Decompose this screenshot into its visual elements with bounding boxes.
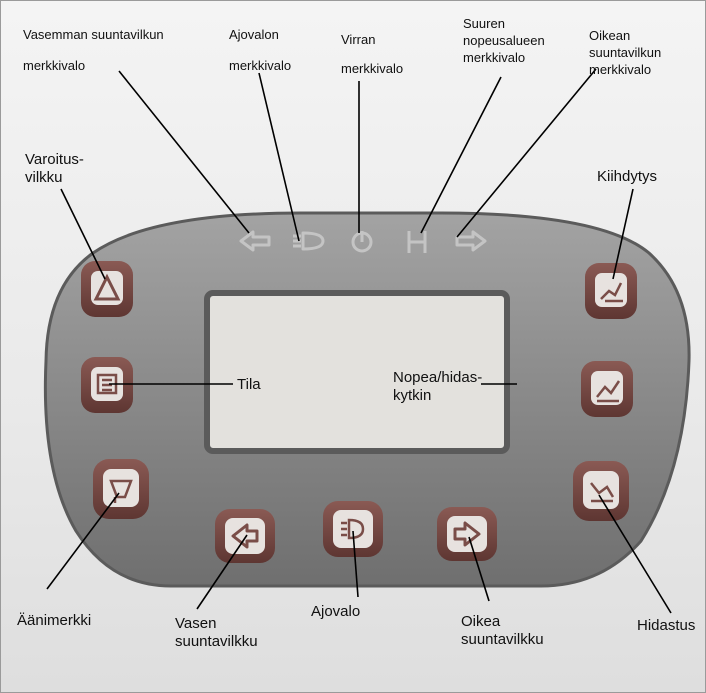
label-line: merkkivalo bbox=[23, 58, 86, 73]
label-left-turn-indicator: Vasemman suuntavilkun merkkivalo bbox=[23, 26, 164, 74]
speed-switch-icon bbox=[596, 380, 621, 403]
label-speed-switch: Nopea/hidas- kytkin bbox=[393, 369, 482, 405]
left-arrow-icon bbox=[239, 230, 271, 252]
acceleration-icon bbox=[600, 282, 623, 303]
label-line: Oikean bbox=[589, 28, 631, 43]
label-line: merkkivalo bbox=[463, 50, 526, 65]
hazard-button[interactable] bbox=[81, 261, 133, 317]
high-speed-h-icon bbox=[407, 231, 427, 253]
label-line: merkkivalo bbox=[341, 61, 404, 76]
label-horn: Äänimerkki bbox=[17, 612, 91, 630]
acceleration-button[interactable] bbox=[585, 263, 637, 319]
label-headlight: Ajovalo bbox=[311, 603, 360, 621]
label-mode: Tila bbox=[237, 376, 261, 394]
label-left-turn-signal: Vasen suuntavilkku bbox=[175, 615, 258, 651]
label-line: vilkku bbox=[25, 169, 63, 186]
deceleration-button[interactable] bbox=[573, 461, 629, 521]
headlight-icon bbox=[341, 518, 365, 540]
speed-switch-button[interactable] bbox=[581, 361, 633, 417]
label-right-turn-signal: Oikea suuntavilkku bbox=[461, 613, 544, 649]
right-arrow-icon bbox=[455, 230, 487, 252]
mode-icon bbox=[96, 373, 118, 395]
label-line: Kiihdytys bbox=[597, 168, 658, 185]
label-line: merkkivalo bbox=[229, 58, 292, 73]
label-acceleration: Kiihdytys bbox=[597, 168, 657, 186]
label-line: suuntavilkun bbox=[589, 45, 662, 60]
label-line: suuntavilkku bbox=[461, 631, 544, 648]
horn-button[interactable] bbox=[93, 459, 149, 519]
right-arrow-icon bbox=[453, 521, 481, 547]
label-line: Vasen bbox=[175, 615, 217, 632]
label-line: nopeusalueen bbox=[463, 33, 545, 48]
power-icon bbox=[351, 231, 373, 253]
label-line: Nopea/hidas- bbox=[393, 369, 483, 386]
right-turn-button[interactable] bbox=[437, 507, 497, 561]
label-high-speed-indicator: Suuren nopeusalueen merkkivalo bbox=[463, 15, 545, 66]
leader-lines bbox=[46, 68, 672, 614]
label-line: Äänimerkki bbox=[17, 612, 92, 629]
label-line: Ajovalon bbox=[229, 27, 279, 42]
label-hazard: Varoitus- vilkku bbox=[25, 151, 84, 187]
label-line: suuntavilkku bbox=[175, 633, 258, 650]
label-deceleration: Hidastus bbox=[637, 617, 695, 635]
label-line: Vasemman suuntavilkun bbox=[23, 27, 164, 42]
indicator-lamps bbox=[239, 230, 487, 253]
left-turn-button[interactable] bbox=[215, 509, 275, 563]
label-line: Tila bbox=[237, 376, 261, 393]
mode-button[interactable] bbox=[81, 357, 133, 413]
left-arrow-icon bbox=[231, 523, 259, 549]
label-right-turn-indicator: Oikean suuntavilkun merkkivalo bbox=[589, 27, 661, 78]
label-line: merkkivalo bbox=[589, 62, 652, 77]
label-line: Suuren bbox=[463, 16, 505, 31]
label-line: Ajovalo bbox=[311, 603, 361, 620]
label-line: Virran bbox=[341, 32, 376, 47]
label-line: kytkin bbox=[393, 387, 432, 404]
label-line: Oikea bbox=[461, 613, 501, 630]
display-screen bbox=[204, 290, 510, 454]
label-line: Varoitus- bbox=[25, 151, 84, 168]
label-headlight-indicator: Ajovalon merkkivalo bbox=[229, 26, 291, 74]
headlight-button[interactable] bbox=[323, 501, 383, 557]
warning-triangle-icon bbox=[93, 273, 121, 301]
label-line: Hidastus bbox=[637, 617, 696, 634]
label-power-indicator: Virran merkkivalo bbox=[341, 31, 403, 77]
